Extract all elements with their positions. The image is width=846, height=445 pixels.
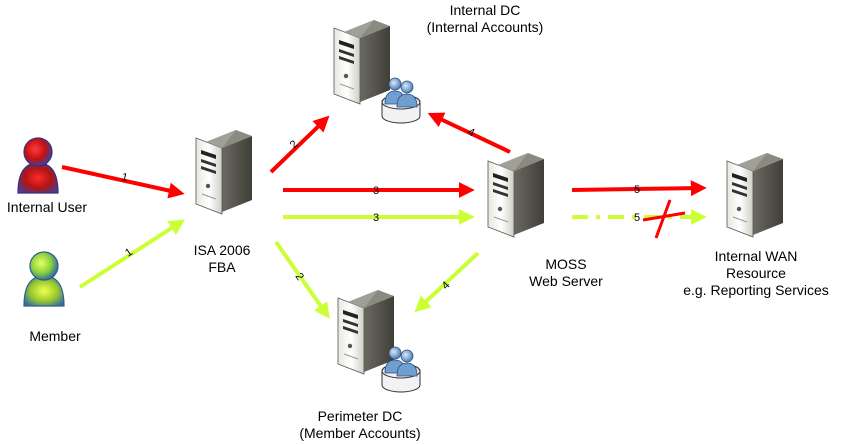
- perimeter-dc-label-line2: (Member Accounts): [299, 425, 421, 441]
- internal-user-label-text: Internal User: [6, 199, 88, 215]
- internal-user-icon: [17, 137, 59, 194]
- internal-dc-label-line2: (Internal Accounts): [426, 19, 544, 35]
- wan-label-line1: Internal WAN: [714, 248, 798, 264]
- step-label-moss-to-wan-red: 5: [634, 184, 640, 196]
- step-label-moss-to-internal-dc: 4: [466, 126, 477, 139]
- isa-label-line2: FBA: [208, 259, 236, 275]
- isa-label: ISA 2006 FBA: [177, 242, 267, 276]
- blocked-cross-icon: [642, 199, 686, 239]
- internal-dc-label-line1: Internal DC: [449, 2, 521, 18]
- step-label-moss-to-wan-green: 5: [634, 212, 640, 224]
- internal-dc-label: Internal DC (Internal Accounts): [405, 2, 565, 36]
- isa-server-icon: [195, 129, 253, 215]
- member-label: Member: [10, 328, 100, 345]
- perimeter-dc-server-icon: [337, 289, 395, 375]
- perimeter-dc-label-line1: Perimeter DC: [317, 408, 403, 424]
- arrow-moss-to-wan-red: [571, 180, 707, 197]
- wan-label-line3: e.g. Reporting Services: [683, 282, 829, 298]
- step-label-user-to-isa: 1: [120, 171, 128, 184]
- internal-user-label: Internal User: [0, 199, 94, 216]
- internal-dc-server-icon: [333, 19, 391, 105]
- step-label-isa-to-moss-green: 3: [373, 212, 379, 224]
- arrow-isa-to-internal-dc: [269, 115, 330, 174]
- moss-server-icon: [487, 152, 545, 238]
- step-label-member-to-isa: 1: [123, 246, 135, 259]
- step-label-isa-to-moss-red: 3: [373, 185, 379, 197]
- member-user-icon: [23, 251, 65, 307]
- perimeter-dc-label: Perimeter DC (Member Accounts): [280, 408, 440, 442]
- isa-label-line1: ISA 2006: [193, 242, 251, 258]
- wan-server-icon: [726, 152, 784, 238]
- arrow-member-to-isa: [78, 219, 186, 289]
- wan-label: Internal WAN Resource e.g. Reporting Ser…: [666, 248, 846, 299]
- moss-label-line2: Web Server: [529, 273, 603, 289]
- wan-label-line2: Resource: [726, 265, 786, 281]
- moss-label: MOSS Web Server: [516, 256, 616, 290]
- arrow-user-to-isa: [61, 165, 185, 199]
- moss-label-line1: MOSS: [545, 256, 587, 272]
- arrow-moss-to-internal-dc: [427, 112, 511, 154]
- arrow-moss-to-perimeter-dc: [414, 251, 480, 313]
- step-label-isa-to-perimeter-dc: 2: [293, 271, 306, 283]
- arrow-isa-to-perimeter-dc: [274, 240, 330, 319]
- member-label-text: Member: [29, 328, 81, 344]
